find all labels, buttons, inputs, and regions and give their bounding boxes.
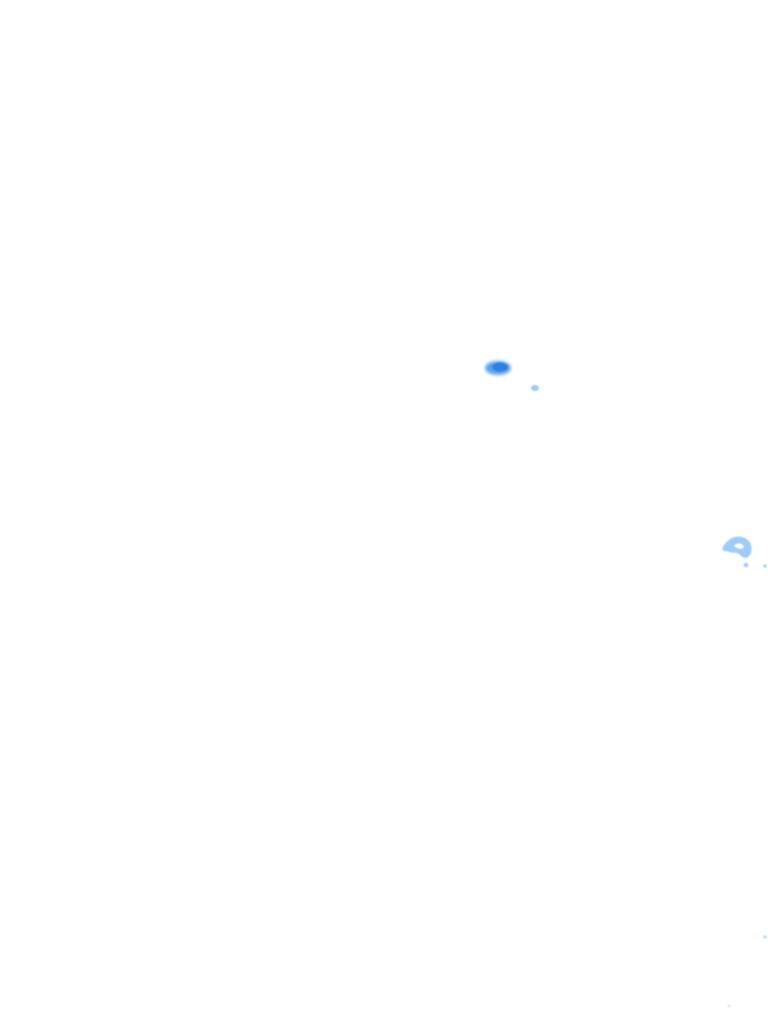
echo-cluster-right bbox=[722, 536, 767, 568]
echo-fragment bbox=[734, 543, 744, 549]
echo-blob bbox=[728, 1005, 730, 1007]
echo-specks bbox=[728, 935, 767, 1007]
echo-blob bbox=[763, 935, 767, 939]
echo-core bbox=[492, 362, 508, 372]
echo-cluster-center bbox=[485, 361, 539, 391]
echo-blob bbox=[743, 562, 749, 568]
echo-blob bbox=[763, 564, 767, 568]
echo-blob bbox=[531, 385, 539, 391]
